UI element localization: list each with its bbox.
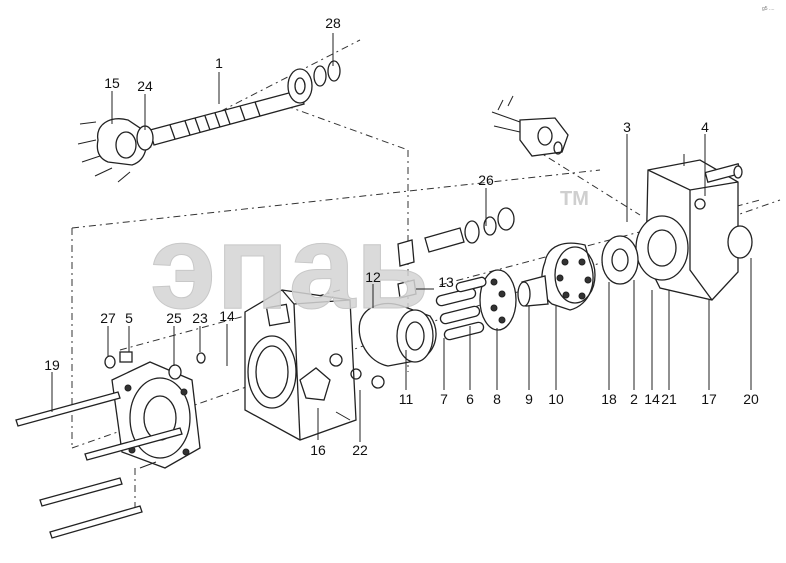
- drive-shaft-assembly: [77, 60, 341, 183]
- callout-17: 17: [701, 391, 717, 407]
- callout-11: 11: [399, 391, 414, 407]
- upper-right-flange: [491, 95, 569, 157]
- callout-21: 21: [661, 391, 677, 407]
- callout-28: 28: [325, 15, 341, 31]
- port-plate-and-cylinder: [517, 215, 689, 311]
- callout-22: 22: [352, 442, 368, 458]
- callout-7: 7: [440, 391, 448, 407]
- callout-18: 18: [601, 391, 617, 407]
- callout-9: 9: [525, 391, 533, 407]
- flange-bolts: [77, 121, 131, 183]
- callout-27: 27: [100, 310, 116, 326]
- callout-labels: 28 1 15 24 3 4 26 12 13 27 5 25 23 14 19…: [44, 15, 759, 458]
- callout-5: 5: [125, 310, 133, 326]
- callout-19: 19: [44, 357, 60, 373]
- pump-housing: [244, 289, 385, 441]
- callout-4: 4: [701, 119, 709, 135]
- callout-3: 3: [623, 119, 631, 135]
- pistons: [435, 276, 487, 341]
- callout-1: 1: [215, 55, 223, 71]
- svg-text:TM: TM: [560, 188, 589, 210]
- callout-leaders: [51, 33, 752, 442]
- callout-12: 12: [365, 269, 381, 285]
- callout-24: 24: [137, 78, 153, 94]
- callout-2: 2: [630, 391, 638, 407]
- callout-14-left: 14: [219, 308, 235, 324]
- piston-group: [358, 207, 517, 367]
- callout-8: 8: [493, 391, 501, 407]
- callout-20: 20: [743, 391, 759, 407]
- callout-6: 6: [466, 391, 474, 407]
- callout-13: 13: [438, 274, 454, 290]
- watermark: эпаь TM: [150, 188, 589, 335]
- tie-bolts: [15, 391, 183, 539]
- callout-23: 23: [192, 310, 208, 326]
- callout-26: 26: [478, 172, 494, 188]
- callout-14-right: 14: [644, 391, 660, 407]
- callout-16: 16: [310, 442, 326, 458]
- svg-text:эпаь: эпаь: [150, 200, 429, 334]
- corner-code: g5 ....: [762, 6, 775, 12]
- callout-10: 10: [548, 391, 564, 407]
- callout-25: 25: [166, 310, 182, 326]
- callout-15: 15: [104, 75, 120, 91]
